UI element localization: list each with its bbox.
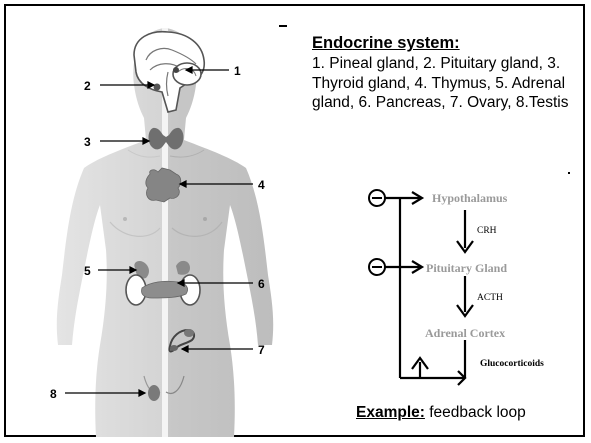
hormone-acth: ACTH bbox=[477, 293, 503, 303]
example-caption: Example: feedback loop bbox=[356, 404, 526, 422]
slide-heading: Endocrine system: bbox=[312, 34, 460, 53]
callout-8: 8 bbox=[50, 387, 57, 401]
callout-1: 1 bbox=[234, 64, 241, 78]
node-pituitary-gland: Pituitary Gland bbox=[426, 261, 507, 275]
hormone-glucocorticoids: Glucocorticoids bbox=[480, 359, 544, 369]
callout-5: 5 bbox=[84, 264, 91, 278]
node-adrenal-cortex: Adrenal Cortex bbox=[425, 326, 505, 340]
node-hypothalamus: Hypothalamus bbox=[432, 191, 508, 205]
gland-list: 1. Pineal gland, 2. Pituitary gland, 3. … bbox=[312, 54, 582, 113]
hormone-crh: CRH bbox=[477, 226, 497, 236]
feedback-diagram: Hypothalamus Pituitary Gland Adrenal Cor… bbox=[369, 190, 544, 385]
example-text: feedback loop bbox=[425, 404, 526, 421]
callout-6: 6 bbox=[258, 277, 265, 291]
example-label: Example: bbox=[356, 404, 425, 421]
stray-dot bbox=[568, 172, 570, 174]
callout-2: 2 bbox=[84, 79, 91, 93]
testis bbox=[148, 385, 160, 401]
callout-3: 3 bbox=[84, 135, 91, 149]
body-left-half bbox=[57, 28, 165, 437]
callout-7: 7 bbox=[258, 343, 265, 357]
callout-4: 4 bbox=[258, 178, 265, 192]
stray-mark bbox=[279, 25, 287, 27]
body-right-half bbox=[165, 28, 273, 437]
